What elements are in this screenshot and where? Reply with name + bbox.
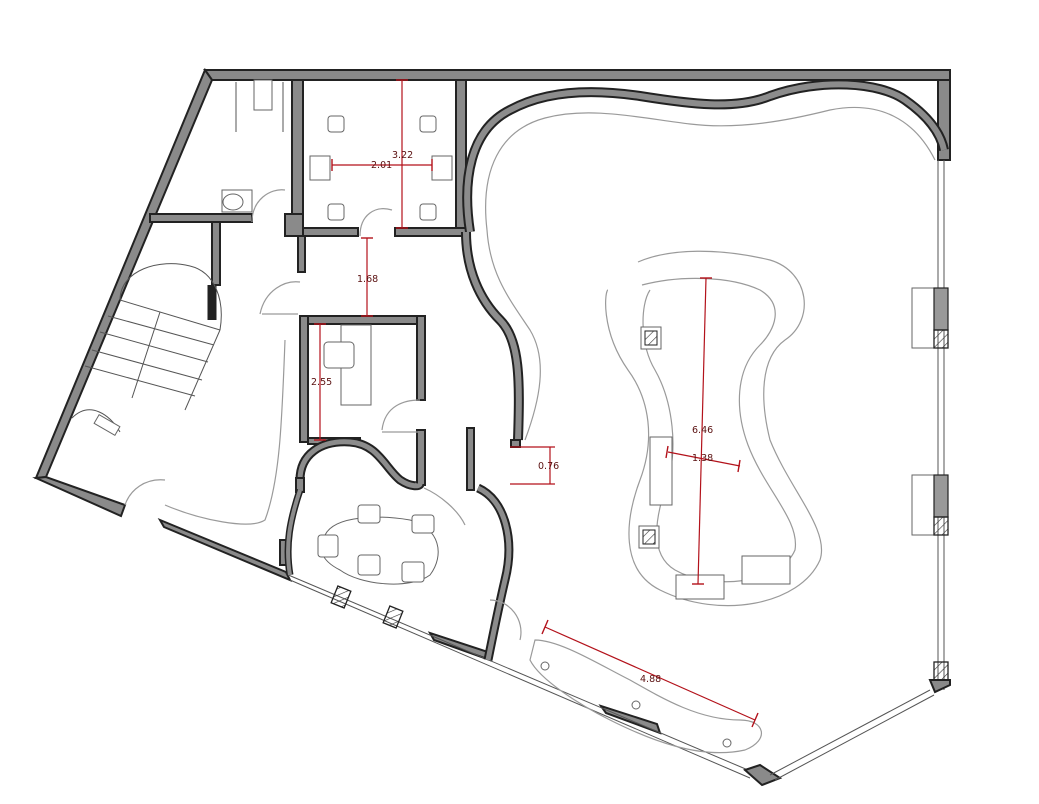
office-furniture [323, 324, 372, 406]
dimension-3-22: 3.22 [392, 79, 413, 229]
central-desk [605, 250, 823, 607]
meeting-room-furniture [221, 79, 453, 221]
dimension-4-88: 4.88 [541, 619, 759, 728]
facade-columns [330, 287, 949, 681]
dimension-label: 2.01 [371, 160, 392, 171]
door-swings [124, 189, 522, 641]
dimension-2-55: 2.55 [311, 323, 332, 441]
dimension-label: 2.55 [311, 377, 332, 388]
dimension-label: 4.88 [640, 674, 661, 685]
dimension-1-38: 1.38 [665, 445, 741, 473]
corridor-lines [164, 339, 286, 525]
dimension-6-46: 6.46 [692, 277, 713, 585]
ceiling-outline [485, 106, 936, 441]
bench [529, 639, 763, 754]
dimension-0-76: 0.76 [510, 446, 559, 485]
dimension-label: 1.38 [692, 453, 713, 464]
outer-walls [32, 67, 951, 787]
stair [71, 263, 222, 437]
interior-walls [149, 79, 949, 661]
dimension-1-68: 1.68 [357, 237, 378, 317]
dimension-label: 0.76 [538, 461, 559, 472]
dimension-label: 1.68 [357, 274, 378, 285]
dimension-label: 3.22 [392, 150, 413, 161]
dimension-2-01: 2.01 [331, 159, 433, 171]
dimension-label: 6.46 [692, 425, 713, 436]
round-table [317, 504, 439, 585]
